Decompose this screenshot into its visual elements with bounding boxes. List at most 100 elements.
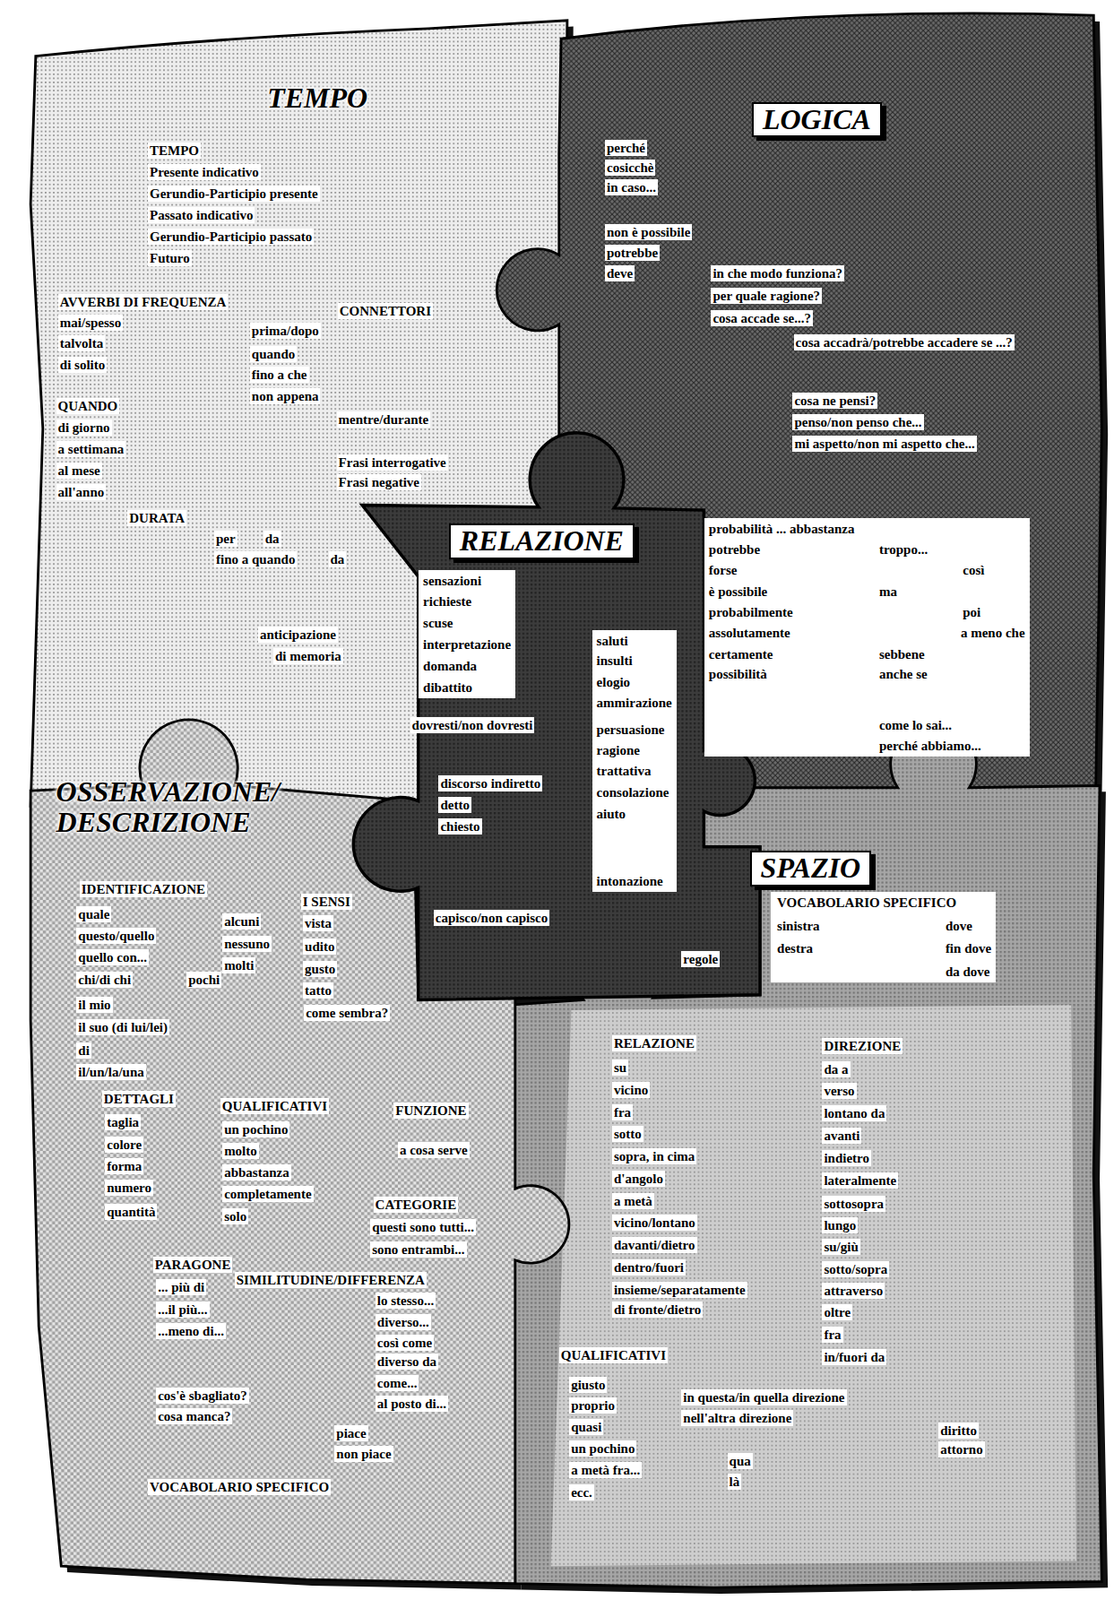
term: vista xyxy=(302,915,334,932)
term: insieme/separatamente xyxy=(612,1281,748,1298)
text-patch: DURATAperdafino a quandoda xyxy=(124,507,349,570)
term: Passato indicativo xyxy=(147,207,255,224)
puzzle-piece: SPAZIOVOCABOLARIO SPECIFICOsinistradestr… xyxy=(509,739,1104,1587)
text-patch: PARAGONE... più di...il più......meno di… xyxy=(150,1253,236,1342)
term: oltre xyxy=(821,1303,853,1321)
term: dibattito xyxy=(421,679,475,696)
term: a cosa serve xyxy=(397,1141,470,1158)
term: VOCABOLARIO SPECIFICO xyxy=(775,894,959,911)
term: giusto xyxy=(569,1376,607,1393)
term: probabilità ... abbastanza xyxy=(707,520,857,537)
term: fra xyxy=(821,1326,843,1343)
term: quantità xyxy=(104,1203,157,1220)
term: numero xyxy=(104,1179,154,1196)
text-patch: cos'è sbagliato?cosa manca? xyxy=(153,1384,252,1427)
term: forma xyxy=(104,1157,144,1175)
term: in/fuori da xyxy=(821,1348,887,1365)
term: capisco/non capisco xyxy=(433,909,550,926)
term: certamente xyxy=(707,646,776,663)
term: un pochino xyxy=(222,1121,290,1138)
text-patch: DIREZIONEda aversolontano daavantiindiet… xyxy=(819,1035,906,1368)
term: insulti xyxy=(595,652,635,669)
term: in questa/in quella direzione xyxy=(681,1389,847,1406)
term: persuasione xyxy=(595,721,667,738)
region-heading: OSSERVAZIONE/ DESCRIZIONE xyxy=(56,777,281,838)
text-patch: QUALIFICATIVIgiustoproprioquasiun pochin… xyxy=(553,1344,671,1504)
term: CATEGORIE xyxy=(373,1196,459,1213)
term: sotto xyxy=(612,1125,644,1142)
term: diverso... xyxy=(375,1313,432,1330)
text-patch: salutiinsultielogioammirazionepersuasion… xyxy=(592,630,677,893)
text-patch: dovresti/non dovresti xyxy=(407,714,538,736)
term: al posto di... xyxy=(375,1395,449,1412)
term: Frasi negative xyxy=(336,474,422,491)
term: per xyxy=(214,530,238,547)
region-heading: SPAZIO xyxy=(750,850,872,887)
term: sopra, in cima xyxy=(612,1148,697,1165)
text-patch: regole xyxy=(678,948,723,970)
text-patch: QUANDOdi giornoa settimanaal meseall'ann… xyxy=(53,395,130,503)
term: discorso indiretto xyxy=(438,775,543,792)
term: cosa accade se...? xyxy=(710,310,813,327)
term: quasi xyxy=(569,1418,604,1435)
term: non è possibile xyxy=(604,224,692,241)
term: cosicchè xyxy=(604,159,656,176)
term: questo/quello xyxy=(76,927,156,944)
term: richieste xyxy=(421,593,474,610)
text-patch: dirittoattorno xyxy=(935,1419,988,1461)
term: verso xyxy=(821,1082,856,1099)
term: lateralmente xyxy=(821,1172,899,1189)
term: potrebbe xyxy=(707,541,762,558)
term: al mese xyxy=(56,462,103,479)
puzzle-piece: OSSERVAZIONE/ DESCRIZIONEIDENTIFICAZIONE… xyxy=(30,683,571,1587)
term: penso/non penso che... xyxy=(792,414,924,431)
term: mai/spesso xyxy=(58,314,123,331)
region-heading: TEMPO xyxy=(267,83,368,114)
term: vicino/lontano xyxy=(612,1214,698,1231)
term: tatto xyxy=(302,982,334,999)
term: assolutamente xyxy=(707,624,793,641)
term: attorno xyxy=(938,1441,985,1458)
term: ... più di xyxy=(155,1278,207,1296)
text-patch: AVVERBI DI FREQUENZAmai/spessotalvoltadi… xyxy=(55,291,232,376)
term: VOCABOLARIO SPECIFICO xyxy=(147,1478,331,1495)
text-patch: alcuninessunomolti xyxy=(219,910,275,976)
term: un pochino xyxy=(569,1440,637,1457)
term: mi aspetto/non mi aspetto che... xyxy=(792,435,976,452)
term: cosa ne pensi? xyxy=(792,392,878,409)
term: là xyxy=(727,1473,743,1490)
term: dovresti/non dovresti xyxy=(410,716,536,734)
term: saluti xyxy=(595,632,631,649)
term: anticipazione xyxy=(258,626,338,643)
term: lo stesso... xyxy=(375,1292,436,1309)
text-patch: CONNETTORIprima/dopoquandofino a chenon … xyxy=(245,300,451,493)
term: forse xyxy=(707,561,740,579)
term: completamente xyxy=(222,1185,313,1202)
term: lontano da xyxy=(821,1105,887,1122)
term: in che modo funziona? xyxy=(710,265,845,282)
term: solo xyxy=(222,1208,249,1225)
term: avanti xyxy=(821,1127,862,1144)
term: alcuni xyxy=(222,913,261,930)
term: da xyxy=(263,530,282,547)
term: ...il più... xyxy=(155,1301,209,1318)
term: a meno che xyxy=(958,624,1028,641)
term: QUANDO xyxy=(56,397,121,415)
term: qua xyxy=(727,1452,753,1469)
term: udito xyxy=(302,938,337,955)
term: da a xyxy=(821,1061,850,1078)
term: chi/di chi xyxy=(76,971,133,988)
term: DIREZIONE xyxy=(821,1037,903,1054)
term: da xyxy=(328,551,347,568)
term: il/un/la/una xyxy=(76,1063,146,1080)
term: FUNZIONE xyxy=(393,1102,468,1119)
text-patch: TEMPOPresente indicativoGerundio-Partici… xyxy=(145,139,323,269)
term: domanda xyxy=(421,657,479,674)
term: Futuro xyxy=(147,250,192,267)
term: per quale ragione? xyxy=(710,287,822,304)
term: di giorno xyxy=(56,419,113,436)
term: DURATA xyxy=(127,509,187,527)
term: mentre/durante xyxy=(336,411,432,428)
term: abbastanza xyxy=(222,1164,292,1181)
